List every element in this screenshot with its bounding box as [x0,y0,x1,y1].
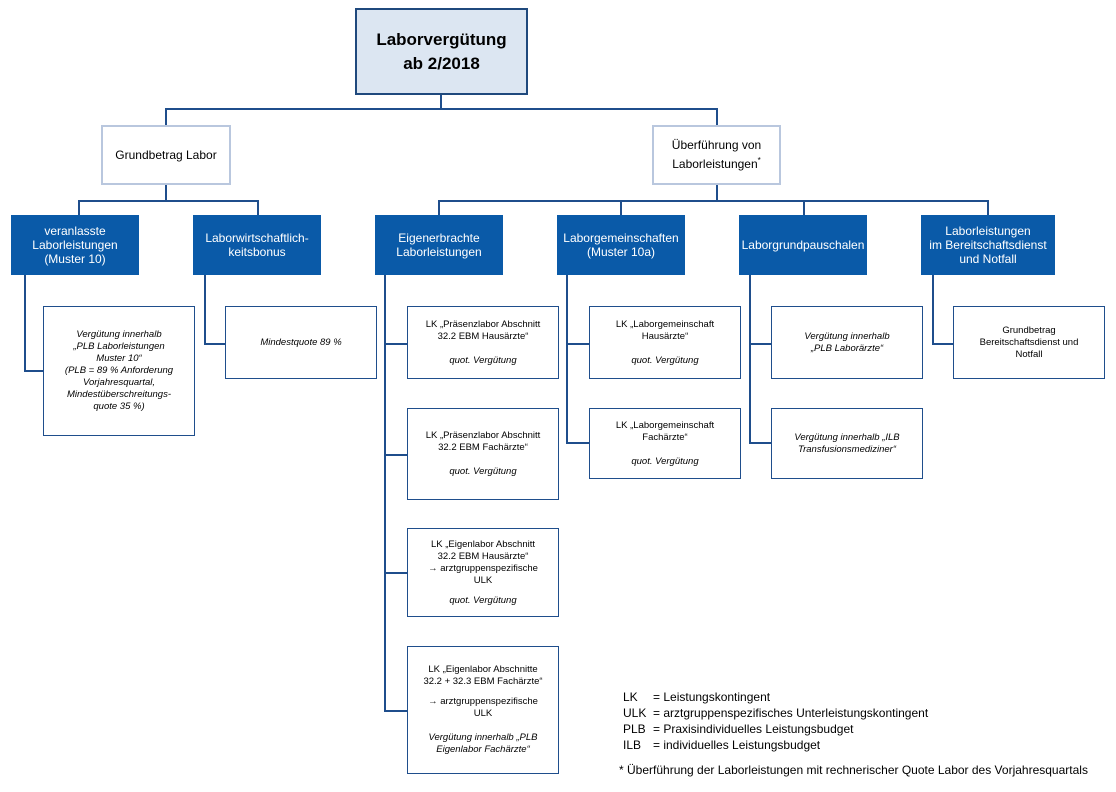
leaf-text: 32.2 EBM Hausärzte“ [437,330,529,342]
legend-abbr: ILB [623,738,642,752]
leaf-text: Mindestquote 89 % [260,336,342,348]
leaf-text: 32.2 EBM Hausärzte“ [437,550,529,562]
leaf-praesenzlabor-fachaerzte: LK „Präsenzlabor Abschnitt 32.2 EBM Fach… [407,408,559,500]
category-bonus-line1: Laborwirtschaftlich- [205,231,309,245]
grundbetrag-label: Grundbetrag Labor [115,147,217,162]
leaf-text: quot. Vergütung [631,354,699,366]
category-veranlasst-line2: Laborleistungen [32,238,118,252]
leaf-text: (PLB = 89 % Anforderung [64,365,174,376]
leaf-text: 32.2 EBM Fachärzte“ [438,442,528,453]
category-bonus-line2: keitsbonus [228,245,286,259]
leaf-text: Vorjahresquartal, [83,377,155,388]
leaf-text: ULK [473,708,493,719]
category-pauschalen-line1: Laborgrundpauschalen [741,238,865,252]
leaf-text: LK „Präsenzlabor Abschnitt [425,430,541,441]
footnote: * Überführung der Laborleistungen mit re… [619,763,1088,777]
leaf-text: Transfusionsmediziner“ [797,443,897,455]
category-veranlasst-line1: veranlasste [44,224,106,238]
category-eigen-line1: Eigenerbrachte [398,231,480,245]
leaf-text: Vergütung innerhalb „ILB [794,431,900,443]
leaf-text: „PLB Laborleistungen [73,341,165,352]
legend-row: ILB = individuelles Leistungsbudget [623,737,928,753]
legend-text: = individuelles Leistungsbudget [653,738,821,752]
leaf-text: quote 35 %) [93,401,145,412]
leaf-eigenlabor-fachaerzte: LK „Eigenlabor Abschnitte 32.2 + 32.3 EB… [407,646,559,774]
leaf-veranlasst-verguetung: Vergütung innerhalb „PLB Laborleistungen… [43,306,195,436]
leaf-mindestquote: Mindestquote 89 % [225,306,377,379]
category-eigen-line2: Laborleistungen [396,245,482,259]
leaf-grundbetrag-bereitschaft: Grundbetrag Bereitschaftsdienst und Notf… [953,306,1105,379]
leaf-text: LK „Präsenzlabor Abschnitt [425,318,541,330]
leaf-text: 32.2 + 32.3 EBM Fachärzte“ [423,676,543,687]
leaf-text: Hausärzte“ [641,330,689,342]
leaf-eigenlabor-hausaerzte: LK „Eigenlabor Abschnitt 32.2 EBM Hausär… [407,528,559,617]
legend-row: LK = Leistungskontingent [623,689,928,705]
leaf-plb-laboraerzte: Vergütung innerhalb „PLB Laborärzte“ [771,306,923,379]
leaf-text: LK „Eigenlabor Abschnitt [430,538,536,550]
category-eigenerbracht: Eigenerbrachte Laborleistungen [375,215,503,275]
leaf-text: Vergütung innerhalb [76,329,162,340]
leaf-text: Mindestüberschreitungs- [66,389,172,400]
legend-row: PLB = Praxisindividuelles Leistungsbudget [623,721,928,737]
leaf-text: → arztgruppenspezifische [428,562,538,574]
legend-abbr: ULK [623,706,647,720]
legend-text: = Praxisindividuelles Leistungsbudget [653,722,854,736]
leaf-text: quot. Vergütung [449,594,517,606]
root-subtitle: ab 2/2018 [403,53,480,73]
root-node: Laborvergütung ab 2/2018 [355,8,528,95]
legend-text: = arztgruppenspezifisches Unterleistungs… [653,706,929,720]
legend-abbr: LK [623,690,638,704]
leaf-text: Fachärzte“ [642,431,688,443]
leaf-text: LK „Laborgemeinschaft [615,318,715,330]
leaf-text: LK „Eigenlabor Abschnitte [428,664,538,675]
category-veranlasst: veranlasste Laborleistungen (Muster 10) [11,215,139,275]
category-veranlasst-line3: (Muster 10) [44,252,106,266]
leaf-praesenzlabor-hausaerzte: LK „Präsenzlabor Abschnitt 32.2 EBM Haus… [407,306,559,379]
leaf-laborgemeinschaft-hausaerzte: LK „Laborgemeinschaft Hausärzte“ quot. V… [589,306,741,379]
leaf-text: LK „Laborgemeinschaft [615,419,715,431]
leaf-text: Bereitschaftsdienst und [979,336,1079,348]
footnote-mark: * [757,156,761,165]
category-grundpauschalen: Laborgrundpauschalen [739,215,867,275]
category-gemeinschaften-line1: Laborgemeinschaften [563,231,679,245]
category-gemeinschaften-line2: (Muster 10a) [586,245,656,259]
category-laborgemeinschaften: Laborgemeinschaften (Muster 10a) [557,215,685,275]
legend-text: = Leistungskontingent [653,690,771,704]
ueberfuehrung-node: Überführung von Laborleistungen* [652,125,781,185]
leaf-text: quot. Vergütung [631,455,699,467]
ueberfuehrung-line2-text: Laborleistungen [672,157,758,171]
leaf-text: Eigenlabor Fachärzte“ [436,744,530,755]
grundbetrag-node: Grundbetrag Labor [101,125,231,185]
leaf-text: quot. Vergütung [449,466,517,477]
ueberfuehrung-line1: Überführung von [671,138,762,152]
legend: LK = Leistungskontingent ULK = arztgruppen… [623,689,928,753]
category-bereitschaft-line1: Laborleistungen [945,224,1031,238]
leaf-text: Notfall [1015,348,1043,360]
leaf-laborgemeinschaft-fachaerzte: LK „Laborgemeinschaft Fachärzte“ quot. V… [589,408,741,479]
leaf-text: → arztgruppenspezifische [428,696,538,707]
leaf-ilb-transfusionsmediziner: Vergütung innerhalb „ILB Transfusionsmed… [771,408,923,479]
legend-row: ULK = arztgruppenspezifisches Unterleistu… [623,705,928,721]
leaf-text: quot. Vergütung [449,354,517,366]
category-bereitschaftsdienst: Laborleistungen im Bereitschaftsdienst u… [921,215,1055,275]
leaf-text: „PLB Laborärzte“ [810,342,884,354]
category-bonus: Laborwirtschaftlich- keitsbonus [193,215,321,275]
ueberfuehrung-line2: Laborleistungen* [672,153,761,172]
legend-abbr: PLB [623,722,646,736]
leaf-text: Muster 10“ [96,353,142,364]
leaf-text: Vergütung innerhalb [804,330,890,342]
root-title: Laborvergütung [376,29,507,49]
category-bereitschaft-line2: im Bereitschaftsdienst [929,238,1047,252]
leaf-text: Grundbetrag [1002,324,1056,336]
leaf-text: Vergütung innerhalb „PLB [428,732,538,743]
category-bereitschaft-line3: und Notfall [959,252,1017,266]
leaf-text: ULK [473,574,493,586]
